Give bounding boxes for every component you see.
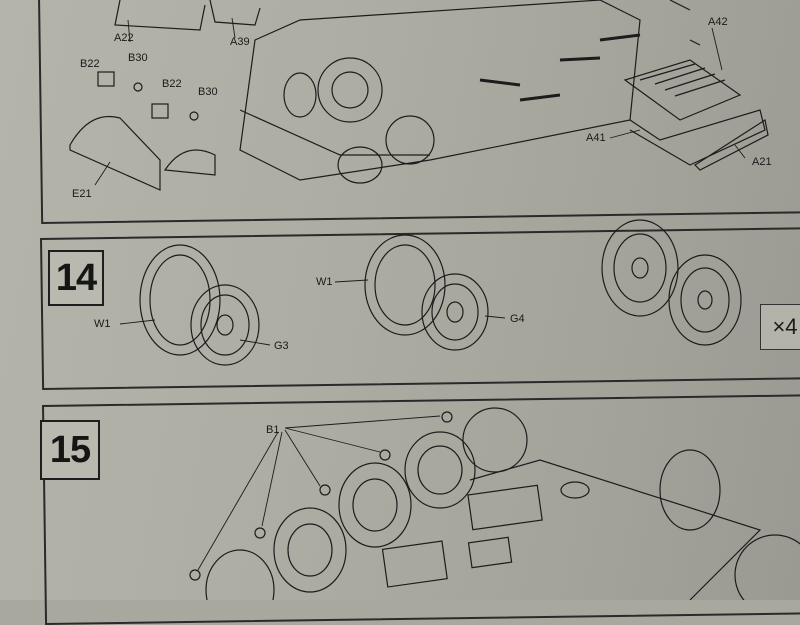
label-w1-mid: W1 [316, 276, 333, 288]
tire-w1-left-drawing [139, 244, 221, 356]
part-b30-left-drawing [133, 82, 143, 92]
hull-underside-drawing [469, 459, 762, 600]
cap-b1-5-drawing [189, 569, 201, 581]
label-a39: A39 [230, 36, 250, 48]
label-b30-right: B30 [198, 86, 218, 98]
label-e21: E21 [72, 188, 92, 200]
fender-e21-drawing [69, 115, 161, 191]
wheel-g3-drawing [190, 284, 260, 366]
label-a22: A22 [114, 32, 134, 44]
cap-b1-4-drawing [254, 527, 266, 539]
roadwheel-1-drawing [462, 407, 528, 473]
label-a21: A21 [752, 156, 772, 168]
label-b30-left: B30 [128, 52, 148, 64]
cap-b1-3-drawing [319, 484, 331, 496]
label-g4: G4 [510, 313, 525, 325]
part-b30-right-drawing [189, 111, 199, 121]
quantity-badge: ×4 [760, 304, 800, 350]
step-number-14: 14 [48, 250, 104, 306]
sprocket-step15-drawing [659, 449, 721, 531]
label-a42: A42 [708, 16, 728, 28]
sprocket-drawing [317, 57, 383, 123]
cap-b1-1-drawing [441, 411, 453, 423]
label-b22-left: B22 [80, 58, 100, 70]
label-w1-left: W1 [94, 318, 111, 330]
part-a22-drawing [114, 0, 206, 31]
label-b22-right: B22 [162, 78, 182, 90]
wheel-assembled-front-drawing [601, 219, 679, 317]
wheel-g4-drawing [421, 273, 489, 351]
cap-b1-2-drawing [379, 449, 391, 461]
roadwheel-3-drawing [338, 462, 412, 548]
label-g3: G3 [274, 340, 289, 352]
roadwheel-4-drawing [273, 507, 347, 593]
grille-a42-drawing [623, 59, 742, 121]
label-b1: B1 [266, 424, 280, 436]
bracket-b22-right-drawing [151, 103, 169, 119]
b1-leader-lines [197, 415, 441, 571]
line-art [69, 0, 800, 600]
roadwheel-5-drawing [205, 549, 275, 600]
tire-w1-mid-drawing [364, 234, 446, 336]
part-a21-drawing [694, 119, 769, 171]
idler-drawing [385, 115, 435, 165]
step-number-15: 15 [40, 420, 100, 480]
roadwheel-2-drawing [404, 431, 476, 509]
wheel-assembled-rear-drawing [668, 254, 742, 346]
hatch-plate-drawing [467, 484, 543, 531]
bracket-b22-left-drawing [97, 71, 115, 87]
part-a39-drawing [209, 0, 261, 26]
label-a41: A41 [586, 132, 606, 144]
hull-drawing [239, 0, 641, 181]
